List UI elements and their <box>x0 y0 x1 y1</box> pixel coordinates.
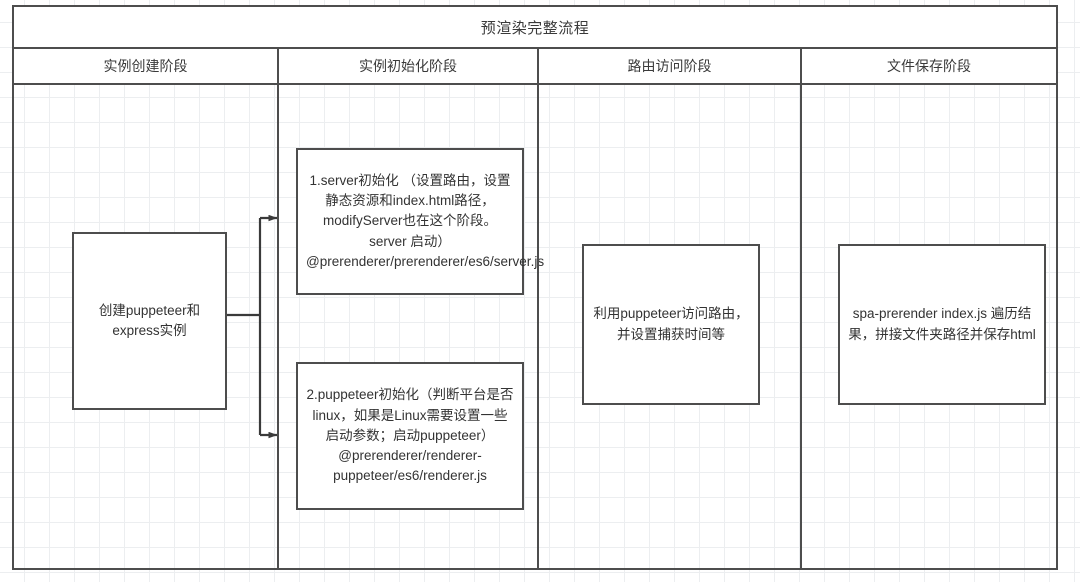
node-puppeteer-init-label: 2.puppeteer初始化（判断平台是否linux，如果是Linux需要设置一… <box>306 387 514 484</box>
swimlane-pool: 预渲染完整流程 实例创建阶段 实例初始化阶段 路由访问阶段 文件保存阶段 创建p… <box>12 5 1058 570</box>
lane-header-instance-creation: 实例创建阶段 <box>14 49 277 83</box>
lane-header-row: 实例创建阶段 实例初始化阶段 路由访问阶段 文件保存阶段 <box>14 49 1056 85</box>
node-server-init[interactable]: 1.server初始化 （设置路由，设置静态资源和index.html路径，mo… <box>296 148 545 295</box>
node-server-init-label: 1.server初始化 （设置路由，设置静态资源和index.html路径，mo… <box>306 172 545 269</box>
node-create-instances-label: 创建puppeteer和express实例 <box>98 302 201 338</box>
node-visit-route-label: 利用puppeteer访问路由，并设置捕获时间等 <box>593 306 749 342</box>
lane-header-file-save: 文件保存阶段 <box>800 49 1056 83</box>
page-title: 预渲染完整流程 <box>14 7 1056 49</box>
lane-body-instance-creation: 创建puppeteer和express实例 <box>14 85 277 568</box>
lane-header-instance-init: 实例初始化阶段 <box>277 49 537 83</box>
node-save-html[interactable]: spa-prerender index.js 遍历结果，拼接文件夹路径并保存ht… <box>838 244 1046 405</box>
lane-body-file-save: spa-prerender index.js 遍历结果，拼接文件夹路径并保存ht… <box>800 85 1056 568</box>
lane-header-route-visit: 路由访问阶段 <box>537 49 800 83</box>
node-create-instances[interactable]: 创建puppeteer和express实例 <box>72 232 227 410</box>
node-visit-route[interactable]: 利用puppeteer访问路由，并设置捕获时间等 <box>582 244 760 405</box>
lane-body-row: 创建puppeteer和express实例 1.server初始化 （设置路由，… <box>14 85 1056 568</box>
node-save-html-label: spa-prerender index.js 遍历结果，拼接文件夹路径并保存ht… <box>848 306 1036 342</box>
lane-body-route-visit: 利用puppeteer访问路由，并设置捕获时间等 <box>537 85 800 568</box>
lane-body-instance-init: 1.server初始化 （设置路由，设置静态资源和index.html路径，mo… <box>277 85 545 568</box>
node-puppeteer-init[interactable]: 2.puppeteer初始化（判断平台是否linux，如果是Linux需要设置一… <box>296 362 524 510</box>
